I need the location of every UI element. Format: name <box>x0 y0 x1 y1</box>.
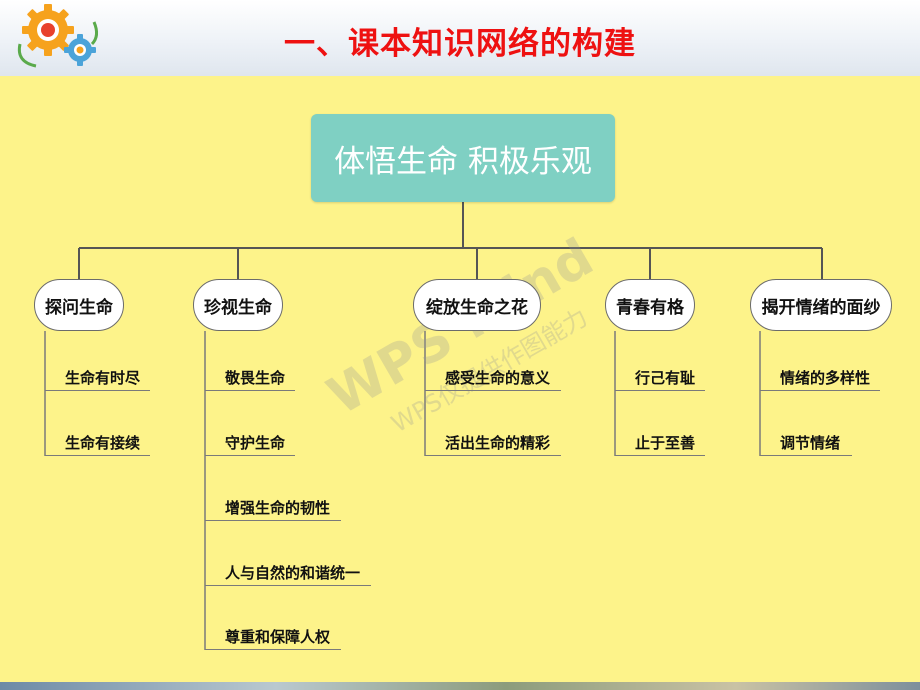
branch-node-1: 探问生命 <box>34 279 124 331</box>
gears-icon <box>17 4 99 68</box>
footer-strip <box>0 682 920 690</box>
leaf-item: 感受生命的意义 <box>425 365 561 391</box>
page-title: 一、课本知识网络的构建 <box>284 26 636 62</box>
slide-header: 一、课本知识网络的构建 <box>0 0 920 76</box>
leaf-item: 敬畏生命 <box>205 365 295 391</box>
leaf-item: 情绪的多样性 <box>760 365 880 391</box>
leaf-item: 增强生命的韧性 <box>205 495 341 521</box>
branch-node-4: 青春有格 <box>605 279 695 331</box>
leaf-item: 尊重和保障人权 <box>205 624 341 650</box>
branch-node-2: 珍视生命 <box>193 279 283 331</box>
leaf-item: 生命有接续 <box>45 430 150 456</box>
leaf-item: 守护生命 <box>205 430 295 456</box>
leaf-item: 人与自然的和谐统一 <box>205 560 371 586</box>
branch-node-5: 揭开情绪的面纱 <box>750 279 892 331</box>
branch-node-3: 绽放生命之花 <box>413 279 541 331</box>
leaf-item: 止于至善 <box>615 430 705 456</box>
leaf-item: 行己有耻 <box>615 365 705 391</box>
root-node: 体悟生命 积极乐观 <box>311 114 615 202</box>
leaf-item: 调节情绪 <box>760 430 852 456</box>
leaf-item: 活出生命的精彩 <box>425 430 561 456</box>
leaf-item: 生命有时尽 <box>45 365 150 391</box>
